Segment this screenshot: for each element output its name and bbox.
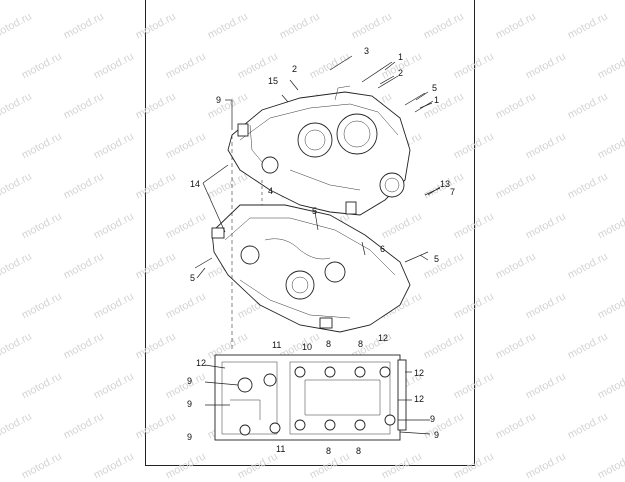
- bottom-callout-3: 9: [187, 432, 192, 442]
- top-callout-12: 7: [450, 187, 455, 197]
- bottom-callout-5: 10: [302, 342, 312, 352]
- top-callout-6: 15: [268, 76, 278, 86]
- crankcase-lower-icon: [211, 204, 411, 333]
- bottom-callout-13: 11: [276, 444, 285, 454]
- bottom-callout-9: 12: [414, 368, 424, 378]
- top-callout-13: 6: [380, 244, 385, 254]
- crankcase-upper-icon: [227, 85, 411, 216]
- bottom-callout-2: 9: [187, 399, 192, 409]
- bottom-callout-10: 12: [414, 394, 424, 404]
- bottom-callout-11: 9: [430, 414, 435, 424]
- bottom-callout-6: 8: [326, 339, 331, 349]
- bottom-callout-15: 8: [356, 446, 361, 456]
- bottom-callout-7: 8: [358, 339, 363, 349]
- bottom-callout-4: 11: [272, 340, 281, 350]
- leader-lines: [196, 61, 441, 435]
- top-callout-5: 5: [432, 83, 437, 93]
- bottom-callout-1: 9: [187, 376, 192, 386]
- top-callout-2: 3: [364, 46, 369, 56]
- top-callout-3: 2: [292, 64, 297, 74]
- top-callout-14: 5: [434, 254, 439, 264]
- top-callout-11: 13: [440, 179, 450, 189]
- top-callout-8: 14: [190, 179, 200, 189]
- top-callout-0: 1: [398, 52, 403, 62]
- top-callout-9: 4: [268, 186, 273, 196]
- bottom-callout-8: 12: [378, 333, 388, 343]
- top-callout-15: 5: [190, 273, 195, 283]
- bottom-callout-12: 9: [434, 430, 439, 440]
- top-callout-7: 9: [216, 95, 221, 105]
- top-callout-4: 1: [434, 95, 439, 105]
- crankcase-bottom-icon: [214, 354, 407, 441]
- bottom-callout-0: 12: [196, 358, 206, 368]
- top-callout-1: 2: [398, 68, 403, 78]
- bottom-callout-14: 8: [326, 446, 331, 456]
- top-callout-10: 5: [312, 206, 317, 216]
